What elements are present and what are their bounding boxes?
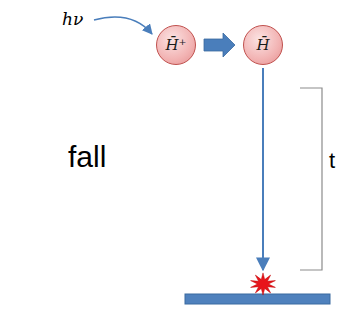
- photon-arrow: [94, 17, 152, 34]
- particle-symbol: H̄⁺: [166, 38, 187, 53]
- annihilation-burst: [251, 273, 276, 295]
- photon-label: hν: [62, 9, 83, 29]
- particle-circle: H̄⁺: [156, 25, 196, 65]
- transition-arrow: [204, 33, 235, 57]
- time-bracket: [300, 88, 322, 270]
- process-label: fall: [68, 140, 106, 174]
- fall-line: [262, 68, 264, 270]
- detector-plate: [185, 294, 330, 304]
- particle-symbol: H̄: [256, 38, 269, 53]
- particle-circle: H̄: [243, 25, 283, 65]
- time-label: t: [329, 148, 335, 174]
